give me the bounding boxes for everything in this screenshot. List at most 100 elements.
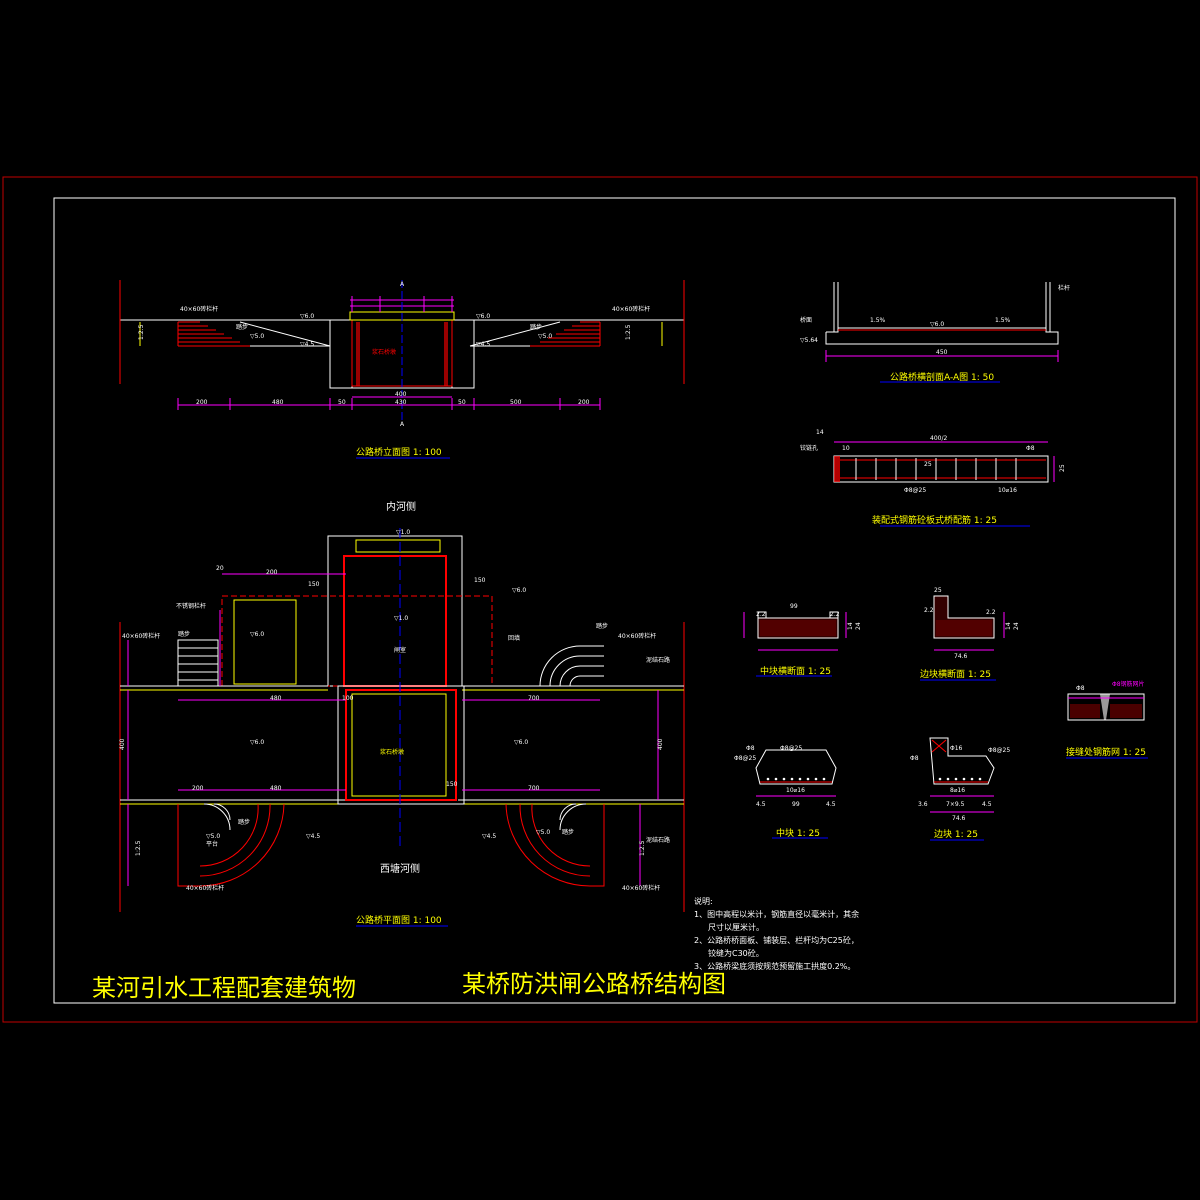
plan-steps-a: 踏步 (178, 630, 190, 638)
rebar-title: 装配式钢筋砼板式桥配筋 1: 25 (872, 514, 997, 526)
mid-slab-label-d: 10⌀16 (786, 787, 805, 794)
mid-cross-dim-right: 2.2 (830, 611, 840, 618)
elevation-view (119, 280, 685, 459)
plan-dim-width-left: 400 (119, 738, 126, 750)
plan-dim-1: 200 (266, 569, 278, 576)
xsec-slope-right: 1.5% (995, 317, 1011, 324)
elev-pier: 浆石桥墩 (372, 348, 396, 356)
outer-frame (2, 176, 1198, 1023)
edge-slab-label-b: Φ8@25 (988, 747, 1010, 754)
plan-level-50-left: ▽5.0 (206, 833, 220, 840)
joint-view (1066, 693, 1148, 759)
plan-steps-upper-left (177, 639, 219, 687)
elevation-dimensions (177, 396, 601, 410)
plan-bricks-c: 40×60砖栏杆 (186, 884, 224, 892)
notes-line-5: 3、公路桥梁底须按规范预留施工拱度0.2%。 (694, 961, 855, 971)
elevation-steps-right (530, 321, 601, 347)
plan-level-60-d: ▽6.0 (514, 739, 528, 746)
elev-dim-4: 430 (395, 399, 407, 406)
notes-line-3: 2、公路桥桥面板、铺装层、栏杆均为C25砼， (694, 935, 859, 945)
notes-heading: 说明: (694, 896, 713, 906)
plan-road-b: 泥结石路 (646, 836, 670, 844)
rebar-spacing: 25 (924, 461, 932, 468)
edge-slab-cross-view (920, 595, 1005, 681)
rebar-d1: 14 (816, 429, 824, 436)
edge-cross-dim-left: 2.2 (924, 607, 934, 614)
edge-slab-label-a: Φ16 (950, 745, 963, 752)
plan-bricks-d: 40×60砖栏杆 (622, 884, 660, 892)
mid-cross-dim-top: 99 (790, 603, 798, 610)
plan-dim-4: 100 (342, 695, 354, 702)
plan-dim-width-right: 400 (657, 738, 664, 750)
notes-line-1: 1、图中高程以米计，钢筋直径以毫米计，其余 (694, 909, 859, 919)
mid-slab-label-a: Φ8 (746, 745, 755, 752)
xsec-railing: 栏杆 (1058, 284, 1070, 292)
mid-slab-dim-1: 99 (792, 801, 800, 808)
elev-level-50-left: ▽5.0 (250, 333, 264, 340)
plan-pier: 浆石桥墩 (380, 748, 404, 756)
inner-frame (53, 197, 1176, 1004)
mid-slab-label-c: Φ8@25 (734, 755, 756, 762)
plan-steps-lower-right (505, 803, 605, 887)
plan-level-10: ▽1.0 (394, 615, 408, 622)
plan-steps-c: 踏步 (238, 818, 250, 826)
plan-level-10-top: ▽1.0 (396, 529, 410, 536)
elevation-title: 公路桥立面图 1: 100 (356, 446, 442, 458)
elev-dim-0: 200 (196, 399, 208, 406)
notes-line-2: 尺寸以厘米计。 (708, 922, 764, 932)
plan-level-50-right: ▽5.0 (536, 829, 550, 836)
plan-dim-3: 480 (270, 695, 282, 702)
xsec-slope-left: 1.5% (870, 317, 886, 324)
plan-road-a: 泥结石路 (646, 656, 670, 664)
elev-level-60-left: ▽6.0 (300, 313, 314, 320)
mid-slab-view (755, 749, 837, 839)
rebar-height: 25 (1059, 464, 1066, 472)
edge-cross-dim-h2: 24 (1013, 622, 1020, 630)
plan-level-60-b: ▽6.0 (512, 587, 526, 594)
mid-slab-cross-title: 中块横断面 1: 25 (760, 665, 831, 677)
cross-section-title: 公路桥横剖面A-A图 1: 50 (890, 371, 994, 383)
plan-steps-lower-left-white (203, 803, 231, 831)
edge-slab-dim-0: 3.6 (918, 801, 928, 808)
edge-cross-dim-top: 25 (934, 587, 942, 594)
elev-section-mark-top: A (400, 281, 405, 288)
edge-slab-dim-1: 7×9.5 (946, 801, 965, 808)
edge-slab-label-d: 8⌀16 (950, 787, 965, 794)
plan-bricks-a: 40×60砖栏杆 (122, 632, 160, 640)
plan-steps-lower-left (177, 803, 285, 887)
plan-dim-7: 480 (270, 785, 282, 792)
plan-steps-lower-right-white (559, 803, 587, 831)
elev-dim-3: 400 (395, 391, 407, 398)
elev-slope-right: 1:2.5 (625, 324, 632, 340)
mid-slab-dim-2: 4.5 (826, 801, 836, 808)
notes-line-4: 铰缝为C30砼。 (708, 948, 764, 958)
elev-dim-5: 50 (458, 399, 466, 406)
elev-steps-left: 踏步 (236, 323, 248, 331)
plan-slope-right: 1:2.5 (639, 840, 646, 856)
plan-dim-5: 700 (528, 695, 540, 702)
xsec-deck: 桥面 (800, 316, 812, 324)
elev-level-60-right: ▽6.0 (476, 313, 490, 320)
rebar-bar-c: Φ8 (1026, 445, 1035, 452)
elev-section-mark-bottom: A (400, 421, 405, 428)
elev-level-45-right: ▽4.5 (476, 341, 490, 348)
project-title: 某河引水工程配套建筑物 (92, 974, 356, 1002)
plan-dim-11: 150 (474, 577, 486, 584)
elev-bricks-right: 40×60砖栏杆 (612, 305, 650, 313)
edge-cross-dim-right: 2.2 (986, 609, 996, 616)
edge-cross-dim-h1: 14 (1005, 622, 1012, 630)
edge-slab-dim-2: 4.5 (982, 801, 992, 808)
elev-level-45-left: ▽4.5 (300, 341, 314, 348)
xsec-level-60: ▽6.0 (930, 321, 944, 328)
elev-dim-6: 500 (510, 399, 522, 406)
edge-slab-title: 边块 1: 25 (934, 828, 978, 840)
edge-cross-dim-bottom: 74.6 (954, 653, 968, 660)
drawing-title: 某桥防洪闸公路桥结构图 (462, 970, 726, 998)
rebar-bar-b: 10⌀16 (998, 487, 1017, 494)
plan-level-45-right: ▽4.5 (482, 833, 496, 840)
mid-slab-label-b: Φ8@25 (780, 745, 802, 752)
plan-dim-2: 150 (308, 581, 320, 588)
plan-railing-tag: 不锈钢栏杆 (176, 602, 206, 610)
mid-cross-dim-h1: 14 (847, 622, 854, 630)
